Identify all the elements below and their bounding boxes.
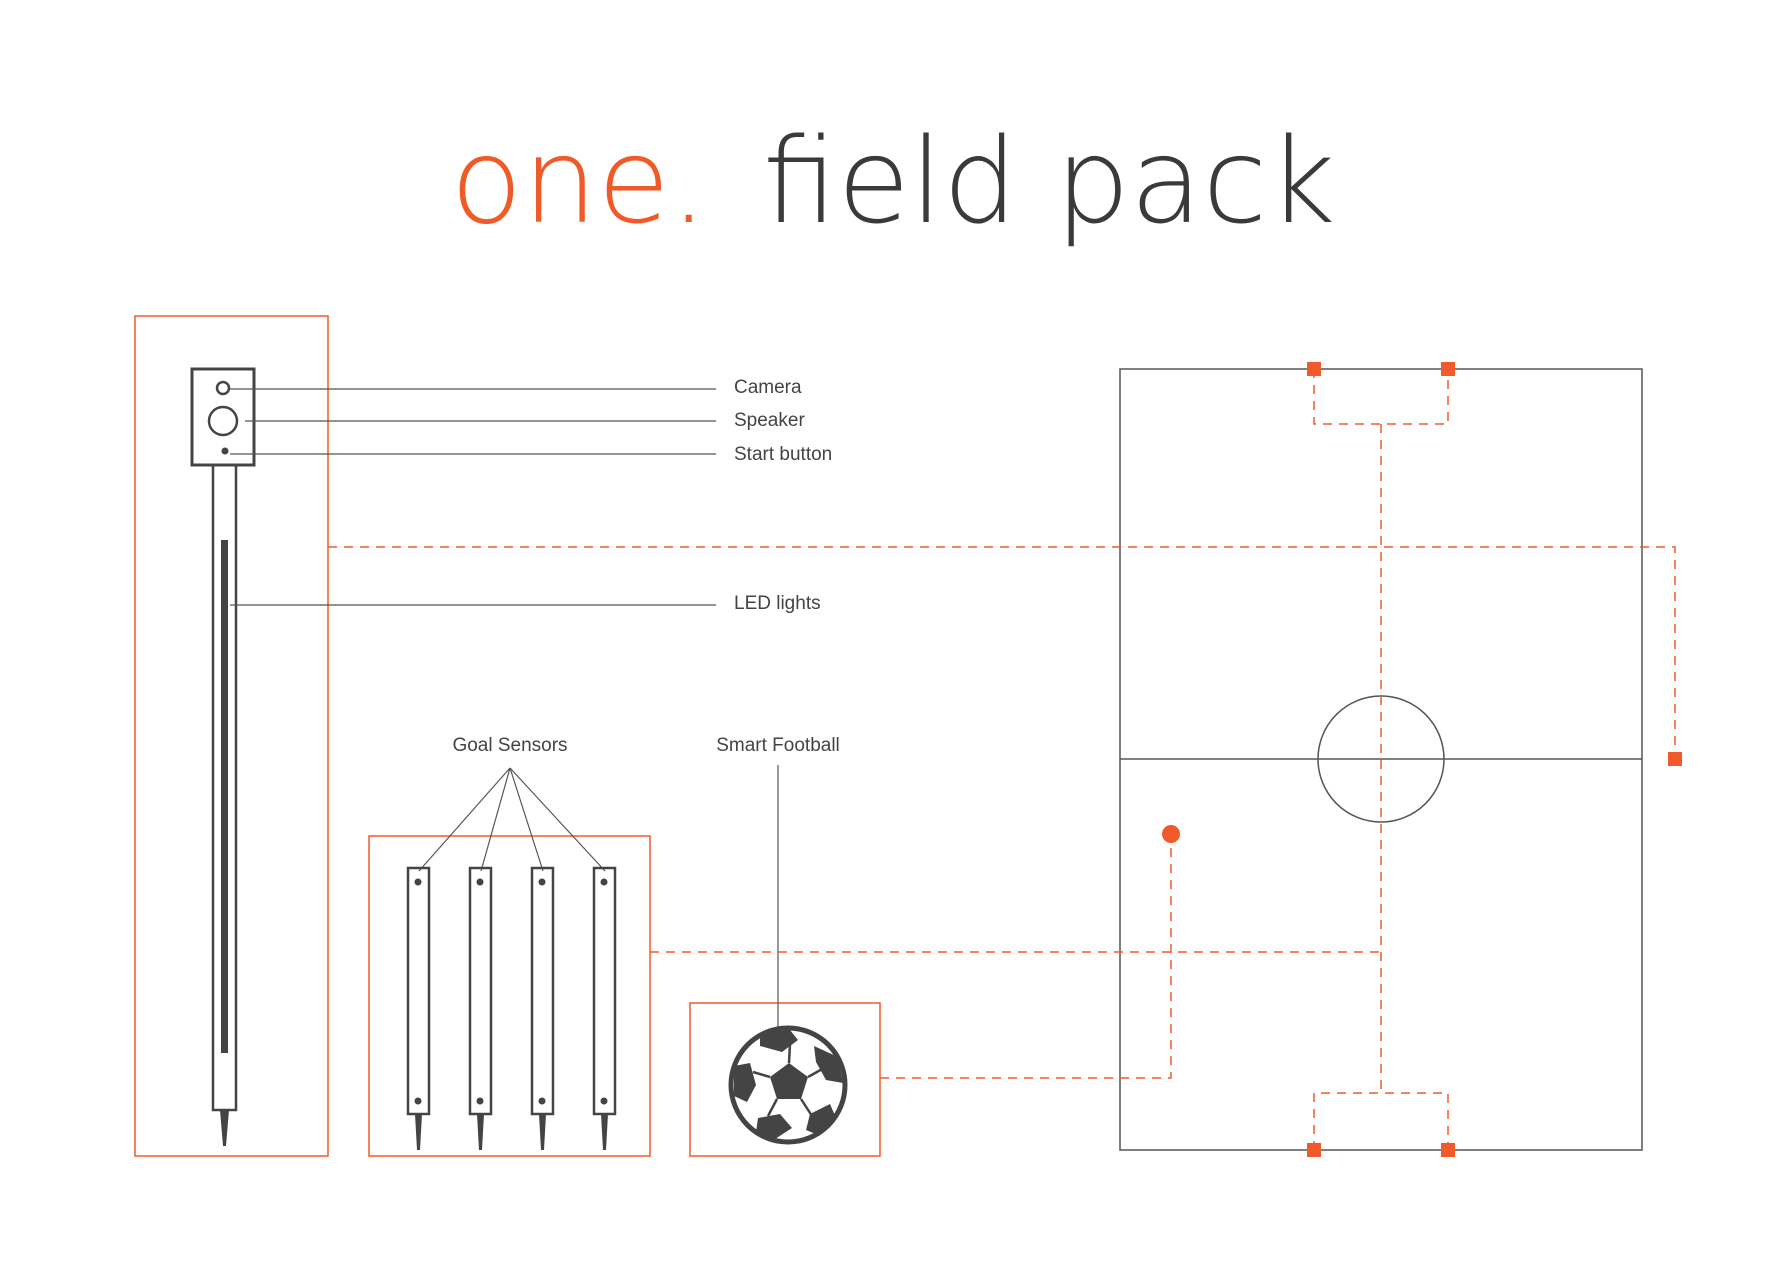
ball-frame bbox=[689, 1002, 881, 1157]
marker-ball bbox=[1162, 825, 1180, 843]
pitch-markers bbox=[1162, 362, 1682, 1157]
label-smart-football: Smart Football bbox=[716, 735, 840, 756]
label-camera: Camera bbox=[734, 377, 802, 398]
goal-sensor-leaders bbox=[418, 767, 606, 872]
label-goal-sensors: Goal Sensors bbox=[452, 735, 567, 756]
soccer-ball-icon bbox=[728, 1025, 848, 1145]
sensors-frame bbox=[368, 835, 651, 1157]
speaker-icon bbox=[207, 405, 239, 437]
page-title: one. field pack bbox=[450, 112, 1335, 250]
marker-pole bbox=[1307, 362, 1321, 376]
connector-lines bbox=[328, 369, 1676, 1150]
start-button-icon bbox=[221, 447, 229, 455]
label-start-button: Start button bbox=[734, 444, 832, 465]
goal-sensor-stake-icon bbox=[592, 866, 617, 1150]
marker-camera-pole bbox=[1668, 752, 1682, 766]
title-accent: one. bbox=[450, 112, 707, 250]
goal-sensor-stake-icon bbox=[406, 866, 431, 1150]
label-led-lights: LED lights bbox=[734, 593, 821, 614]
marker-pole bbox=[1307, 1143, 1321, 1157]
goal-sensors bbox=[406, 866, 617, 1150]
pole-leaders bbox=[229, 388, 716, 606]
camera-pole-icon bbox=[190, 367, 256, 1146]
goal-sensor-stake-icon bbox=[468, 866, 493, 1150]
football-pitch-icon bbox=[1119, 368, 1643, 1151]
goal-sensor-stake-icon bbox=[530, 866, 555, 1150]
pole-spike bbox=[220, 1110, 229, 1146]
title-rest: field pack bbox=[763, 112, 1336, 250]
marker-pole bbox=[1441, 1143, 1455, 1157]
marker-pole bbox=[1441, 362, 1455, 376]
pole-frame bbox=[134, 315, 329, 1157]
led-strip bbox=[221, 540, 228, 1053]
label-speaker: Speaker bbox=[734, 410, 805, 431]
camera-lens-icon bbox=[215, 380, 231, 396]
